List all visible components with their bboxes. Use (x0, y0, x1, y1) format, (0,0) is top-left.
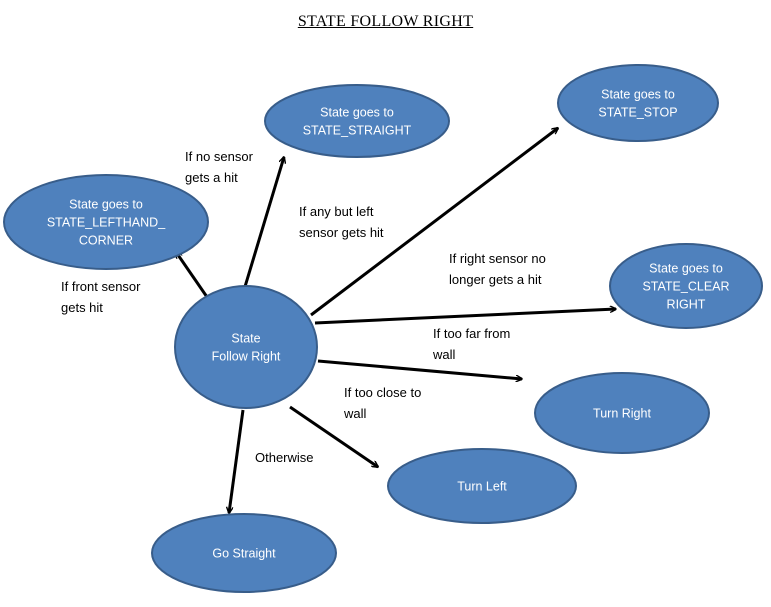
edge-center-to-clear (314, 309, 616, 325)
node-lefthand-label: State goes to STATE_LEFTHAND_ CORNER (47, 198, 166, 248)
node-label-line: Follow Right (212, 350, 281, 364)
node-label-line: State goes to (649, 262, 723, 276)
node-ellipse (3, 174, 209, 270)
node-straight: State goes to STATE_STRAIGHT (264, 84, 450, 158)
edge-center-to-go-straight (229, 409, 245, 513)
node-ellipse (387, 448, 577, 524)
node-label-line: STATE_STRAIGHT (303, 124, 412, 138)
node-label-line: CORNER (79, 234, 133, 248)
node-label-line: State (231, 332, 260, 346)
node-ellipse (264, 84, 450, 158)
node-turn-right: Turn Right (534, 372, 710, 454)
node-clear: State goes to STATE_CLEAR RIGHT (609, 243, 763, 329)
diagram-title: STATE FOLLOW RIGHT (297, 13, 474, 30)
node-ellipse (609, 243, 763, 329)
node-label-line: Turn Right (593, 407, 651, 421)
node-turn-left: Turn Left (387, 448, 577, 524)
edge-center-to-straight (242, 157, 284, 291)
node-label-line: State goes to (320, 106, 394, 120)
node-ellipse (534, 372, 710, 454)
node-ellipse (557, 64, 719, 142)
node-label-line: State goes to (69, 198, 143, 212)
node-label-line: Turn Left (457, 480, 507, 494)
edges-group (176, 128, 616, 513)
node-turn-right-label: Turn Right (593, 407, 651, 421)
node-label-line: State goes to (601, 88, 675, 102)
node-ellipse (174, 285, 318, 409)
edge-center-to-turn-right (317, 359, 522, 379)
node-stop: State goes to STATE_STOP (557, 64, 719, 142)
edge-center-to-lefthand (176, 252, 209, 298)
node-label-line: RIGHT (667, 298, 706, 312)
node-straight-label: State goes to STATE_STRAIGHT (303, 106, 412, 138)
edge-label-otherwise: Otherwise (255, 450, 314, 465)
node-label-line: Go Straight (212, 547, 276, 561)
node-label-line: STATE_STOP (598, 106, 677, 120)
node-ellipse (151, 513, 337, 593)
edge-center-to-stop (310, 128, 558, 317)
node-stop-label: State goes to STATE_STOP (598, 88, 677, 120)
edge-center-to-turn-left (289, 405, 378, 467)
node-label-line: STATE_CLEAR (642, 280, 729, 294)
node-lefthand: State goes to STATE_LEFTHAND_ CORNER (3, 174, 209, 270)
node-clear-label: State goes to STATE_CLEAR RIGHT (642, 262, 729, 312)
node-go-straight-label: Go Straight (212, 547, 276, 561)
node-turn-left-label: Turn Left (457, 480, 507, 494)
node-go-straight: Go Straight (151, 513, 337, 593)
node-label-line: STATE_LEFTHAND_ (47, 216, 166, 230)
